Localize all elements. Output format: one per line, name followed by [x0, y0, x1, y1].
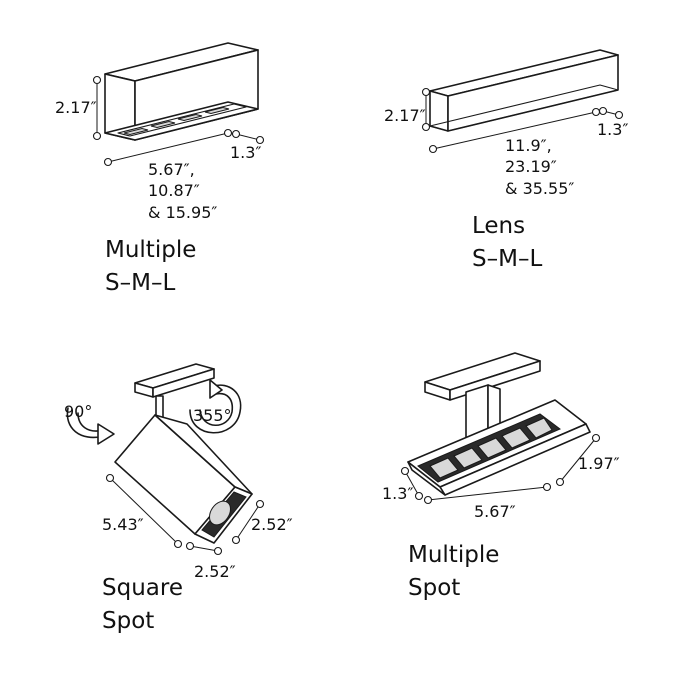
multiple-length-dimension [103, 128, 233, 167]
multiple-spot-width-label: 1.97″ [578, 454, 620, 473]
lens-fixture-group: 2.17″ 1.3″ 11.9″, 23.19″ & 35.55″ Lens S… [384, 49, 628, 272]
lens-length-label-3: & 35.55″ [505, 179, 574, 198]
multiple-fixture-drawing [104, 42, 259, 141]
square-spot-height-dimension [231, 499, 265, 545]
multiple-spot-name-line-2: Spot [408, 575, 460, 601]
lens-length-dimension [428, 107, 601, 154]
lens-length-label-2: 23.19″ [505, 157, 557, 176]
multiple-depth-label: 1.3″ [230, 143, 261, 162]
square-spot-width-dimension [185, 541, 223, 556]
square-spot-name-line-2: Spot [102, 608, 154, 634]
multiple-length-label-1: 5.67″, [148, 160, 195, 179]
multiple-fixture-group: 2.17″ 1.3″ 5.67″, 10.87″ & 15.95″ Multip… [55, 42, 265, 296]
lens-length-label-1: 11.9″, [505, 136, 552, 155]
multiple-spot-length-label: 5.67″ [474, 502, 516, 521]
multiple-spot-fixture-group: 1.3″ 5.67″ 1.97″ Multiple Spot [382, 352, 620, 601]
square-spot-length-dimension [105, 473, 183, 549]
lens-depth-dimension [598, 106, 624, 120]
multiple-spot-width-dimension [555, 433, 601, 487]
rotate-355-arrow-icon [189, 379, 242, 434]
square-spot-rotation-label: 355° [193, 406, 232, 425]
multiple-name-line-1: Multiple [105, 237, 196, 263]
lens-fixture-drawing [429, 49, 619, 132]
square-spot-name-line-1: Square [102, 575, 183, 601]
square-spot-length-label: 5.43″ [102, 515, 144, 534]
lens-height-dimension [421, 87, 431, 132]
square-spot-tilt-label: 90° [64, 402, 92, 421]
multiple-spot-depth-label: 1.3″ [382, 484, 413, 503]
multiple-spot-fixture-drawing [407, 352, 591, 496]
multiple-spot-depth-dimension [400, 466, 424, 501]
square-spot-fixture-drawing [114, 363, 253, 544]
multiple-spot-length-dimension [423, 482, 552, 505]
square-spot-height-label: 2.52″ [251, 515, 293, 534]
multiple-length-label-2: 10.87″ [148, 181, 200, 200]
multiple-height-dimension [92, 75, 102, 141]
multiple-spot-reflector-row [429, 417, 553, 479]
lens-height-label: 2.17″ [384, 106, 426, 125]
square-spot-width-label: 2.52″ [194, 562, 236, 581]
square-spot-fixture-group: 90° 355° 5.43″ 2.52″ 2.52″ Square Spot [64, 363, 293, 634]
tilt-90-arrow-icon [66, 407, 115, 445]
lens-name-line-1: Lens [472, 213, 525, 239]
multiple-depth-dimension [231, 129, 265, 145]
multiple-spot-name-line-1: Multiple [408, 542, 499, 568]
lens-name-line-2: S–M–L [472, 246, 542, 272]
lens-depth-label: 1.3″ [597, 120, 628, 139]
multiple-height-label: 2.17″ [55, 98, 97, 117]
multiple-name-line-2: S–M–L [105, 270, 175, 296]
multiple-lens-row [123, 106, 230, 136]
multiple-length-label-3: & 15.95″ [148, 203, 217, 222]
